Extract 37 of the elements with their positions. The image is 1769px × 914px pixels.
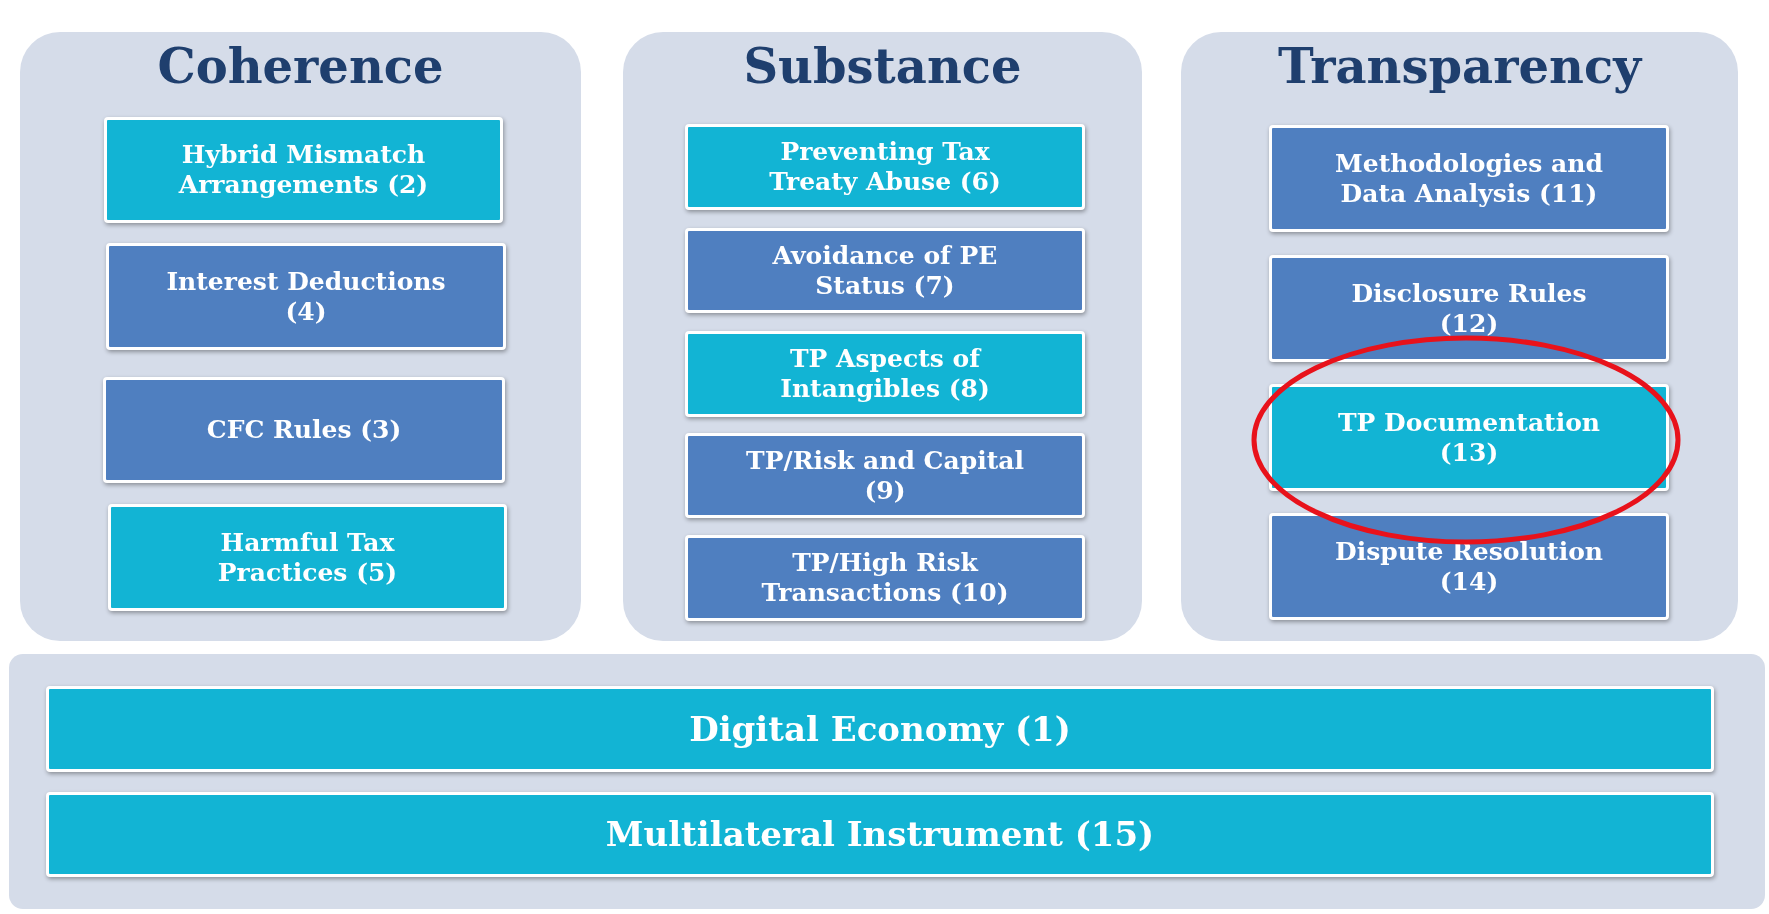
foundation-band (9, 654, 1765, 909)
action-box (46, 686, 1714, 772)
item-label: Avoidance of PE Status (7) (771, 240, 999, 301)
action-box (685, 228, 1085, 313)
action-box (108, 504, 507, 611)
action-box (1269, 384, 1669, 491)
action-box (106, 243, 506, 350)
item-label: Interest Deductions (4) (165, 266, 447, 327)
category-panel (623, 32, 1142, 641)
item-label: Harmful Tax Practices (5) (216, 527, 399, 588)
item-label: Digital Economy (1) (689, 708, 1071, 750)
item-label: TP/Risk and Capital (9) (745, 445, 1025, 506)
action-box (46, 792, 1714, 877)
category-panel (20, 32, 581, 641)
item-label: Preventing Tax Treaty Abuse (6) (768, 137, 1002, 197)
panel-title: Transparency (1276, 38, 1644, 94)
panel-title: Coherence (156, 38, 445, 94)
item-label: TP Documentation (13) (1336, 407, 1601, 468)
item-label: Multilateral Instrument (15) (605, 814, 1155, 855)
item-label: CFC Rules (3) (206, 415, 402, 445)
action-box (685, 331, 1085, 417)
action-box (685, 124, 1085, 210)
action-box (1269, 255, 1669, 362)
action-box (103, 377, 505, 483)
panel-title: Substance (742, 38, 1023, 94)
action-box (685, 433, 1085, 518)
item-label: TP/High Risk Transactions (10) (760, 548, 1010, 608)
item-label: Disclosure Rules (12) (1350, 278, 1588, 339)
item-label: TP Aspects of Intangibles (8) (779, 344, 991, 404)
item-label: Methodologies and Data Analysis (11) (1334, 148, 1604, 209)
item-label: Dispute Resolution (14) (1333, 536, 1605, 597)
item-label: Hybrid Mismatch Arrangements (2) (177, 140, 430, 200)
action-box (1269, 125, 1669, 232)
category-panel (1181, 32, 1738, 641)
action-box (104, 117, 503, 223)
action-box (1269, 513, 1669, 620)
action-box (685, 535, 1085, 621)
